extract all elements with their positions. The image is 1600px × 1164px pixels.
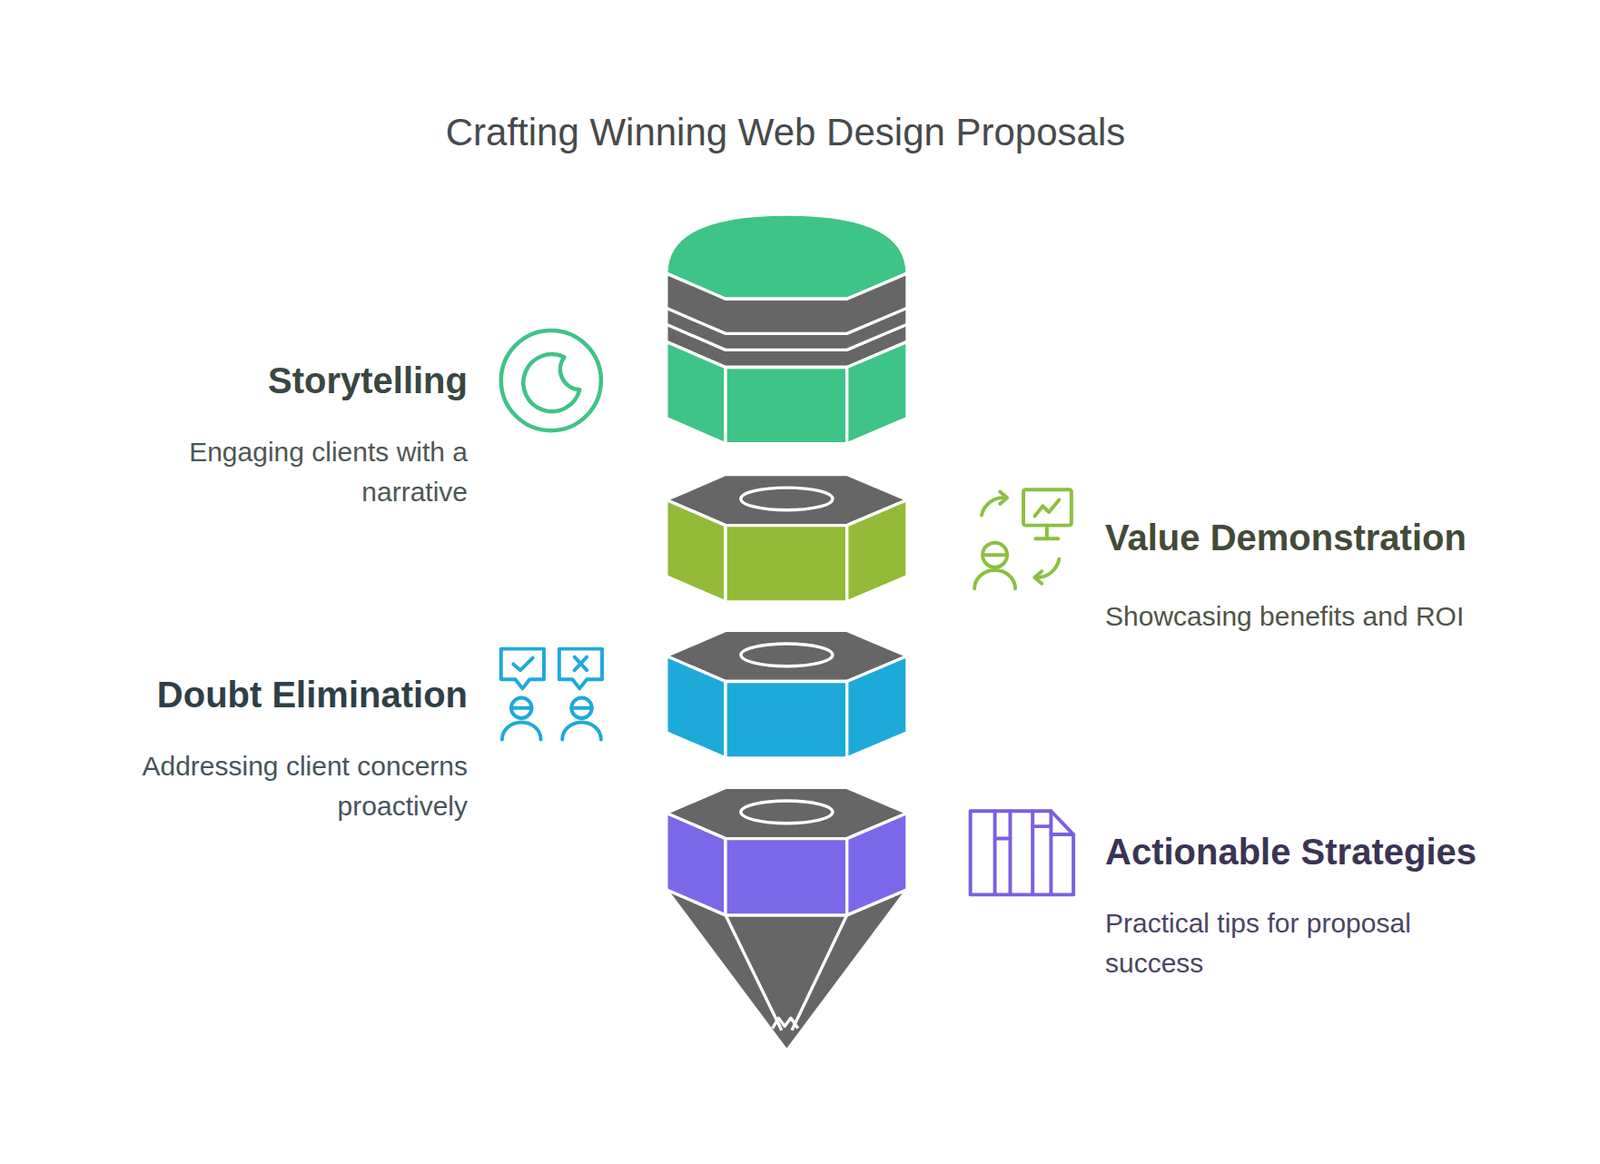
- icon-cross: [574, 657, 587, 672]
- icon-head: [571, 698, 592, 719]
- icon-divider: [1030, 810, 1035, 895]
- cap-band: [666, 273, 908, 367]
- block-description: Addressing client concerns proactively: [104, 746, 468, 827]
- block-heading: Storytelling: [31, 357, 468, 404]
- segment-face-right: [847, 812, 908, 915]
- icon-notch: [1032, 824, 1051, 829]
- block-heading: Actionable Strategies: [1105, 829, 1587, 875]
- icon-check: [513, 658, 533, 671]
- pencil-cap: [666, 214, 908, 445]
- segment-face-front: [725, 681, 848, 759]
- dialogue-icon: [501, 649, 603, 741]
- cap-face-left: [666, 341, 726, 444]
- segment-hole: [740, 800, 833, 824]
- icon-stand: [1045, 525, 1049, 540]
- tip-edge: [791, 915, 848, 1031]
- icon-arrowhead: [999, 492, 1008, 504]
- tip-edge: [725, 915, 782, 1031]
- diagram-title: Crafting Winning Web Design Proposals: [0, 109, 1571, 156]
- icon-body: [562, 721, 602, 740]
- icon-body: [502, 721, 542, 740]
- text-block: StorytellingEngaging clients with a narr…: [31, 357, 468, 513]
- icon-band: [511, 706, 532, 711]
- icon-ring: [501, 330, 602, 431]
- icon-outline: [970, 810, 1074, 895]
- pencil-segment: [666, 630, 908, 758]
- icon-notch: [995, 837, 1011, 841]
- presenter-icon: [974, 489, 1072, 589]
- moon-icon: [501, 330, 602, 431]
- block-description: Engaging clients with a narrative: [104, 432, 468, 513]
- cap-dome: [666, 214, 908, 299]
- pencil-segment: [666, 787, 908, 1051]
- text-block: Value DemonstrationShowcasing benefits a…: [1105, 514, 1587, 637]
- icon-head: [982, 543, 1008, 568]
- cap-stripe: [666, 307, 908, 334]
- cap-face-right: [847, 341, 908, 444]
- icon-head: [511, 698, 532, 719]
- icon-notch: [1050, 832, 1074, 837]
- segment-face-left: [666, 500, 726, 603]
- icon-base: [1036, 536, 1059, 541]
- segment-face-front: [725, 525, 848, 603]
- pencil-segment: [666, 474, 908, 602]
- icon-band: [982, 553, 1008, 557]
- icon-cross: [574, 657, 587, 672]
- text-block: Actionable StrategiesPractical tips for …: [1105, 829, 1587, 984]
- block-description: Showcasing benefits and ROI: [1105, 596, 1560, 637]
- text-block: Doubt EliminationAddressing client conce…: [31, 671, 468, 827]
- icon-chart: [1034, 500, 1059, 517]
- icon-crescent: [523, 354, 580, 412]
- icon-monitor: [1023, 489, 1072, 525]
- icon-divider: [1048, 810, 1053, 895]
- icon-bubble: [559, 649, 603, 690]
- cap-face-front: [725, 366, 848, 444]
- segment-face-front: [725, 839, 848, 916]
- columns-icon: [970, 810, 1074, 895]
- segment-hole: [740, 643, 833, 667]
- icon-arrowhead: [1034, 571, 1042, 583]
- block-heading: Doubt Elimination: [31, 671, 468, 718]
- segment-face-left: [666, 655, 726, 758]
- icon-divider: [1007, 810, 1012, 895]
- segment-face-right: [847, 655, 908, 758]
- icon-divider: [993, 810, 998, 895]
- block-heading: Value Demonstration: [1105, 514, 1587, 561]
- block-description: Practical tips for proposal success: [1105, 903, 1487, 984]
- icon-band: [571, 706, 592, 711]
- tip-lead: [772, 1017, 799, 1028]
- cap-stripe: [666, 324, 908, 350]
- icon-bubble: [501, 649, 544, 690]
- segment-hole: [740, 487, 833, 511]
- icon-body: [974, 570, 1016, 589]
- segment-face-left: [666, 812, 726, 915]
- segment-face-right: [847, 500, 908, 603]
